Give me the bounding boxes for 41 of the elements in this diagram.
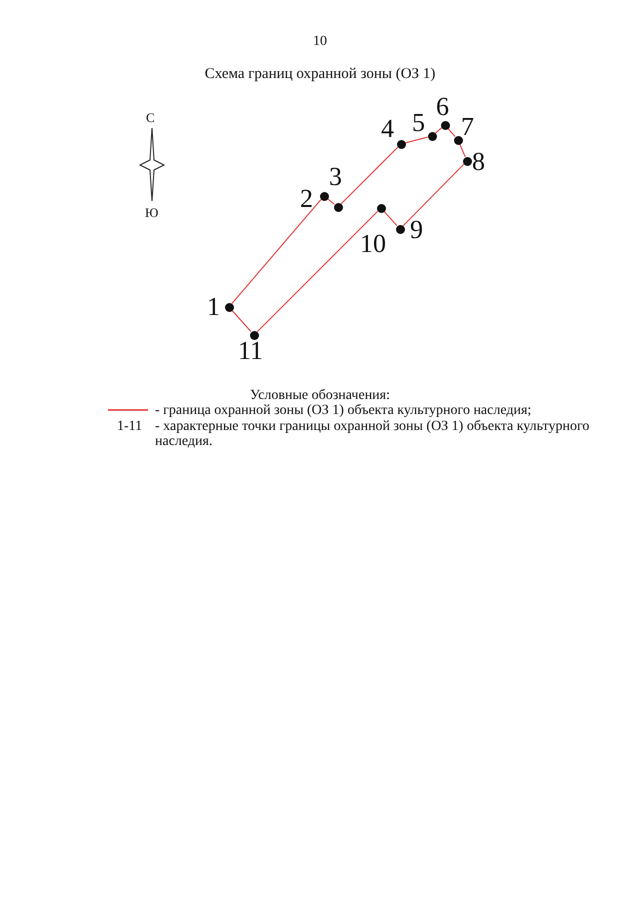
page-number: 10 (312, 34, 328, 50)
boundary-line (402, 164, 464, 226)
boundary-line (434, 127, 442, 134)
boundary-point (428, 132, 436, 140)
title: Схема границ охранной зоны (ОЗ 1) (204, 66, 436, 83)
legend-text: - граница охранной зоны (ОЗ 1) объекта культурного наследия; (155, 403, 532, 418)
boundary-point (250, 330, 258, 340)
boundary-line (384, 210, 398, 226)
point-number: 4 (381, 116, 394, 142)
boundary-point (440, 120, 450, 130)
boundary-point (224, 302, 234, 312)
boundary-point (320, 192, 328, 200)
legend-text: - характерные точки границы охранной зоны (ОЗ 1) объекта культурного наследия. (155, 419, 590, 449)
boundary-point (334, 202, 342, 212)
point-number: 11 (238, 338, 264, 364)
boundary-line (404, 136, 428, 144)
boundary-point (454, 136, 462, 144)
legend-heading: Условные обозначения: (248, 388, 392, 404)
point-number: 6 (436, 94, 449, 120)
point-number: 9 (410, 217, 423, 243)
boundary-line (459, 144, 466, 158)
boundary-line (327, 198, 335, 205)
legend-sample-text: 1-11 (117, 419, 142, 435)
boundary-line (447, 128, 456, 138)
point-number: 3 (329, 164, 342, 190)
boundary-line (232, 310, 252, 332)
south-label: Ю (145, 205, 158, 221)
north-label: С (146, 110, 155, 126)
boundary-point (396, 140, 406, 148)
boundary-point (376, 204, 386, 212)
point-number: 10 (360, 231, 386, 257)
boundary-point (462, 156, 472, 166)
point-number: 5 (412, 110, 425, 136)
boundary-line (340, 146, 398, 204)
boundary-point (396, 224, 404, 234)
point-number: 1 (207, 294, 220, 320)
point-number: 7 (461, 114, 474, 140)
point-number: 2 (300, 186, 313, 212)
point-number: 8 (472, 149, 485, 175)
boundary-line (256, 210, 378, 332)
boundary-line (231, 198, 322, 304)
